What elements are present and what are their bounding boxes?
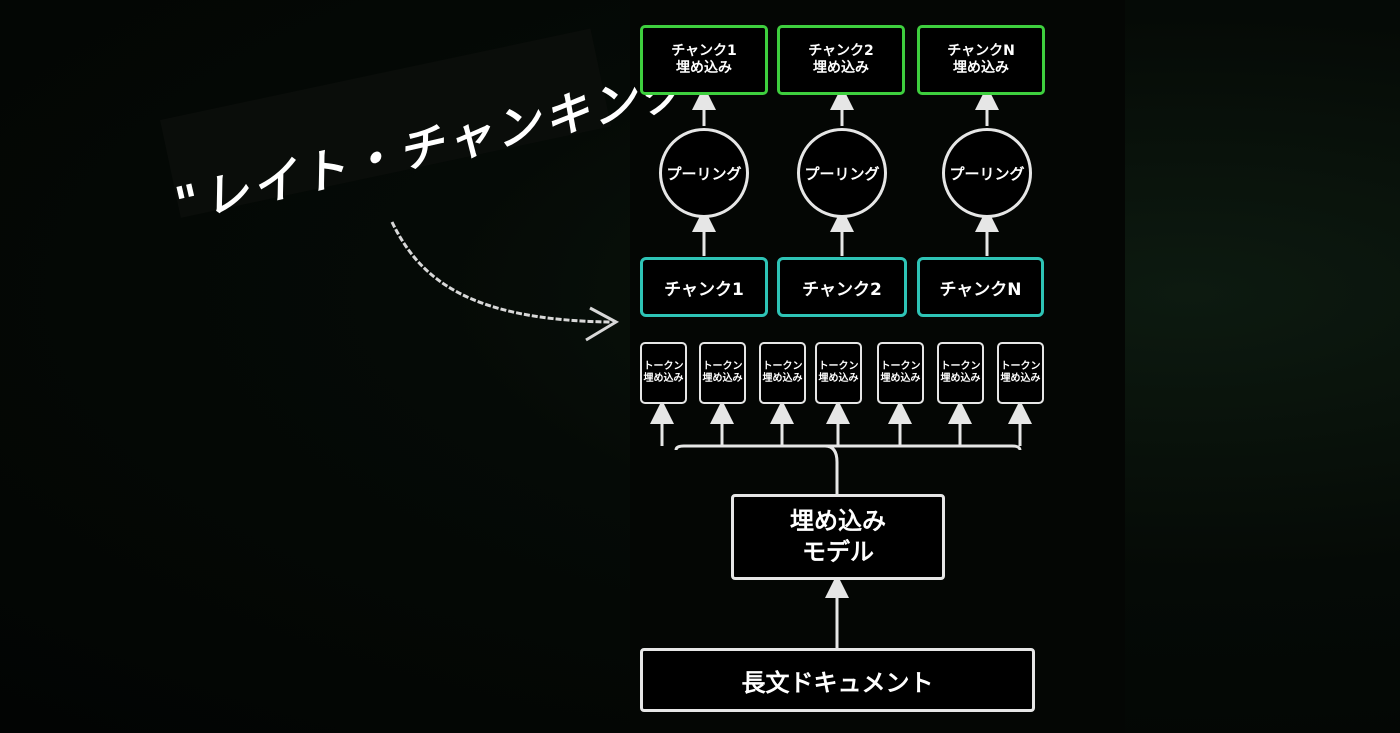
chunk1-embedding-line2: 埋め込み (676, 60, 732, 76)
chunk1-embedding: チャンク1 埋め込み (640, 25, 768, 95)
token-line2: 埋め込み (762, 373, 803, 384)
chunk-1: チャンク1 (640, 257, 768, 317)
embedding-model-line1: 埋め込み (790, 507, 886, 535)
pooling-node-n: プーリング (942, 128, 1032, 218)
token-line2: 埋め込み (940, 373, 981, 384)
chunk-n: チャンクN (917, 257, 1044, 317)
token-line1: トークン (880, 361, 921, 372)
chunk1-embedding-line1: チャンク1 (671, 43, 737, 59)
token-line1: トークン (762, 361, 803, 372)
chunk2-embedding-line1: チャンク2 (808, 43, 874, 59)
token-line1: トークン (818, 361, 859, 372)
token-line1: トークン (702, 361, 743, 372)
token-embedding: トークン埋め込み (640, 342, 687, 404)
token-embedding: トークン埋め込み (699, 342, 746, 404)
embedding-model: 埋め込み モデル (731, 494, 945, 580)
pointer-arrow (390, 221, 611, 324)
token-line2: 埋め込み (818, 373, 859, 384)
chunk-2: チャンク2 (777, 257, 907, 317)
fan-bar (674, 444, 1022, 451)
chunkN-embedding-line2: 埋め込み (953, 60, 1009, 76)
pooling-node-1: プーリング (659, 128, 749, 218)
embedding-model-line2: モデル (802, 538, 874, 566)
pool-arrows (692, 86, 999, 256)
token-arrows (650, 400, 1032, 446)
token-line2: 埋め込み (880, 373, 921, 384)
token-embedding: トークン埋め込み (815, 342, 862, 404)
token-line2: 埋め込み (1000, 373, 1041, 384)
token-line1: トークン (940, 361, 981, 372)
token-line1: トークン (1000, 361, 1041, 372)
token-embedding: トークン埋め込み (877, 342, 924, 404)
long-document: 長文ドキュメント (640, 648, 1035, 712)
token-line2: 埋め込み (702, 373, 743, 384)
token-line1: トークン (643, 361, 684, 372)
pooling-node-2: プーリング (797, 128, 887, 218)
chunkN-embedding-line1: チャンクN (947, 43, 1015, 59)
chunkN-embedding: チャンクN 埋め込み (917, 25, 1045, 95)
chunk2-embedding: チャンク2 埋め込み (777, 25, 905, 95)
token-embedding: トークン埋め込み (759, 342, 806, 404)
token-embedding: トークン埋め込み (997, 342, 1044, 404)
token-embedding: トークン埋め込み (937, 342, 984, 404)
chunk2-embedding-line2: 埋め込み (813, 60, 869, 76)
token-line2: 埋め込み (643, 373, 684, 384)
pointer-arrow-head (585, 306, 620, 342)
